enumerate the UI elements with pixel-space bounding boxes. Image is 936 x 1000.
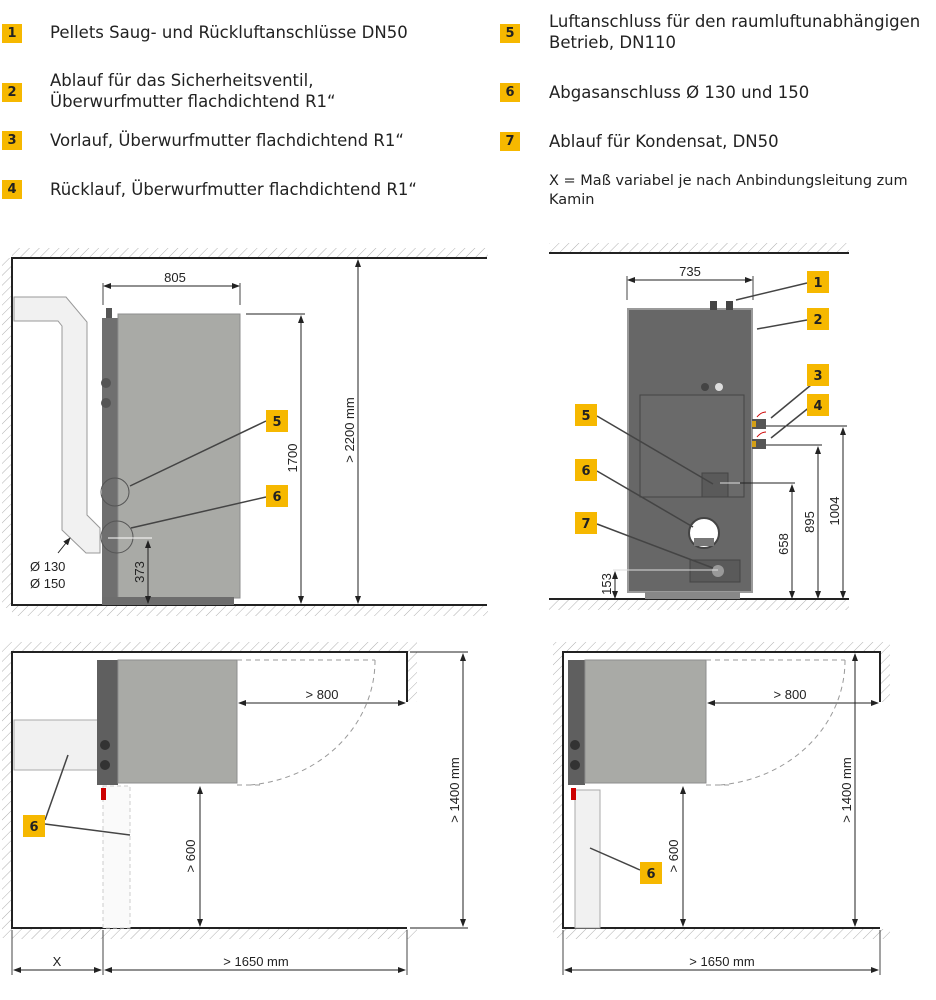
callout-2: 2 bbox=[813, 313, 822, 328]
flue-pipe-vertical bbox=[574, 789, 601, 929]
diameter-150: Ø 150 bbox=[30, 576, 65, 591]
callout-5: 5 bbox=[272, 415, 281, 430]
callout-1: 1 bbox=[813, 276, 822, 291]
plan-view-left: > 800 > 600 > 1400 mm X > 1650 mm 6 bbox=[2, 642, 468, 975]
dim-658: 658 bbox=[776, 533, 791, 555]
legend-badge-2: 2 bbox=[2, 83, 22, 102]
dim-flue-373: 373 bbox=[132, 561, 147, 583]
plan-view-right: > 800 > 600 > 1400 mm > 1650 mm 6 bbox=[553, 642, 890, 975]
dim-895: 895 bbox=[802, 511, 817, 533]
dim-1004: 1004 bbox=[827, 497, 842, 526]
line: Luftanschluss für den raumluftunabhängig… bbox=[549, 12, 921, 31]
legend-badge-1: 1 bbox=[2, 24, 22, 43]
flue-pipe bbox=[13, 719, 99, 771]
callout-6: 6 bbox=[646, 867, 655, 882]
boiler-body bbox=[117, 313, 241, 599]
legend-badge-4: 4 bbox=[2, 180, 22, 199]
line: Betrieb, DN110 bbox=[549, 33, 676, 52]
line: X = Maß variabel je nach Anbindungsleitu… bbox=[549, 173, 908, 189]
dim-room-height: > 2200 mm bbox=[342, 397, 357, 462]
callout-5: 5 bbox=[581, 409, 590, 424]
boiler-top bbox=[117, 659, 238, 784]
note-x: X = Maß variabel je nach Anbindungsleitu… bbox=[549, 172, 908, 210]
side-view: 805 1700 > 2200 mm 373 Ø 130 Ø 150 5 6 bbox=[2, 248, 488, 616]
dim-x: X bbox=[53, 954, 62, 969]
flue-pipe bbox=[13, 296, 101, 554]
callout-4: 4 bbox=[813, 399, 822, 414]
legend-badge-7: 7 bbox=[500, 132, 520, 151]
callout-6: 6 bbox=[272, 490, 281, 505]
flue-pipe-vertical bbox=[102, 785, 131, 929]
callout-7: 7 bbox=[581, 517, 590, 532]
legend-text-3: Vorlauf, Überwurfmutter flachdichtend R1… bbox=[50, 131, 404, 150]
clearance-side: > 600 bbox=[183, 840, 198, 873]
line: Ablauf für das Sicherheitsventil, bbox=[50, 71, 314, 90]
clearance-front: > 800 bbox=[774, 687, 807, 702]
rear-callouts: 1 2 3 4 5 6 7 bbox=[575, 271, 829, 534]
legend-text-2: Ablauf für das Sicherheitsventil, Überwur… bbox=[50, 70, 336, 112]
rear-view: 735 1004 895 658 153 1 2 3 4 5 bbox=[549, 243, 849, 610]
legend-text-7: Ablauf für Kondensat, DN50 bbox=[549, 132, 779, 151]
legend-text-6: Abgasanschluss Ø 130 und 150 bbox=[549, 83, 810, 102]
room-depth: > 1400 mm bbox=[447, 757, 462, 822]
clearance-side: > 600 bbox=[666, 840, 681, 873]
legend-text-5: Luftanschluss für den raumluftunabhängig… bbox=[549, 11, 920, 53]
callout-6: 6 bbox=[581, 464, 590, 479]
dim-width-735: 735 bbox=[679, 264, 701, 279]
callout-3: 3 bbox=[813, 369, 822, 384]
dim-width-805: 805 bbox=[164, 270, 186, 285]
line: Überwurfmutter flachdichtend R1“ bbox=[50, 92, 336, 111]
dim-153: 153 bbox=[599, 573, 614, 595]
legend-badge-5: 5 bbox=[500, 24, 520, 43]
boiler-back-panel bbox=[102, 318, 118, 605]
diameter-130: Ø 130 bbox=[30, 559, 65, 574]
boiler-top bbox=[584, 659, 707, 784]
clearance-front: > 800 bbox=[306, 687, 339, 702]
callout-6: 6 bbox=[29, 820, 38, 835]
room-depth: > 1400 mm bbox=[839, 757, 854, 822]
room-width: > 1650 mm bbox=[223, 954, 288, 969]
legend-text-1: Pellets Saug- und Rückluftanschlüsse DN5… bbox=[50, 23, 408, 42]
legend-badge-6: 6 bbox=[500, 83, 520, 102]
line: Kamin bbox=[549, 192, 595, 208]
dim-height-1700: 1700 bbox=[285, 444, 300, 473]
room-width: > 1650 mm bbox=[689, 954, 754, 969]
legend-text-4: Rücklauf, Überwurfmutter flachdichtend R… bbox=[50, 180, 417, 199]
legend-badge-3: 3 bbox=[2, 131, 22, 150]
